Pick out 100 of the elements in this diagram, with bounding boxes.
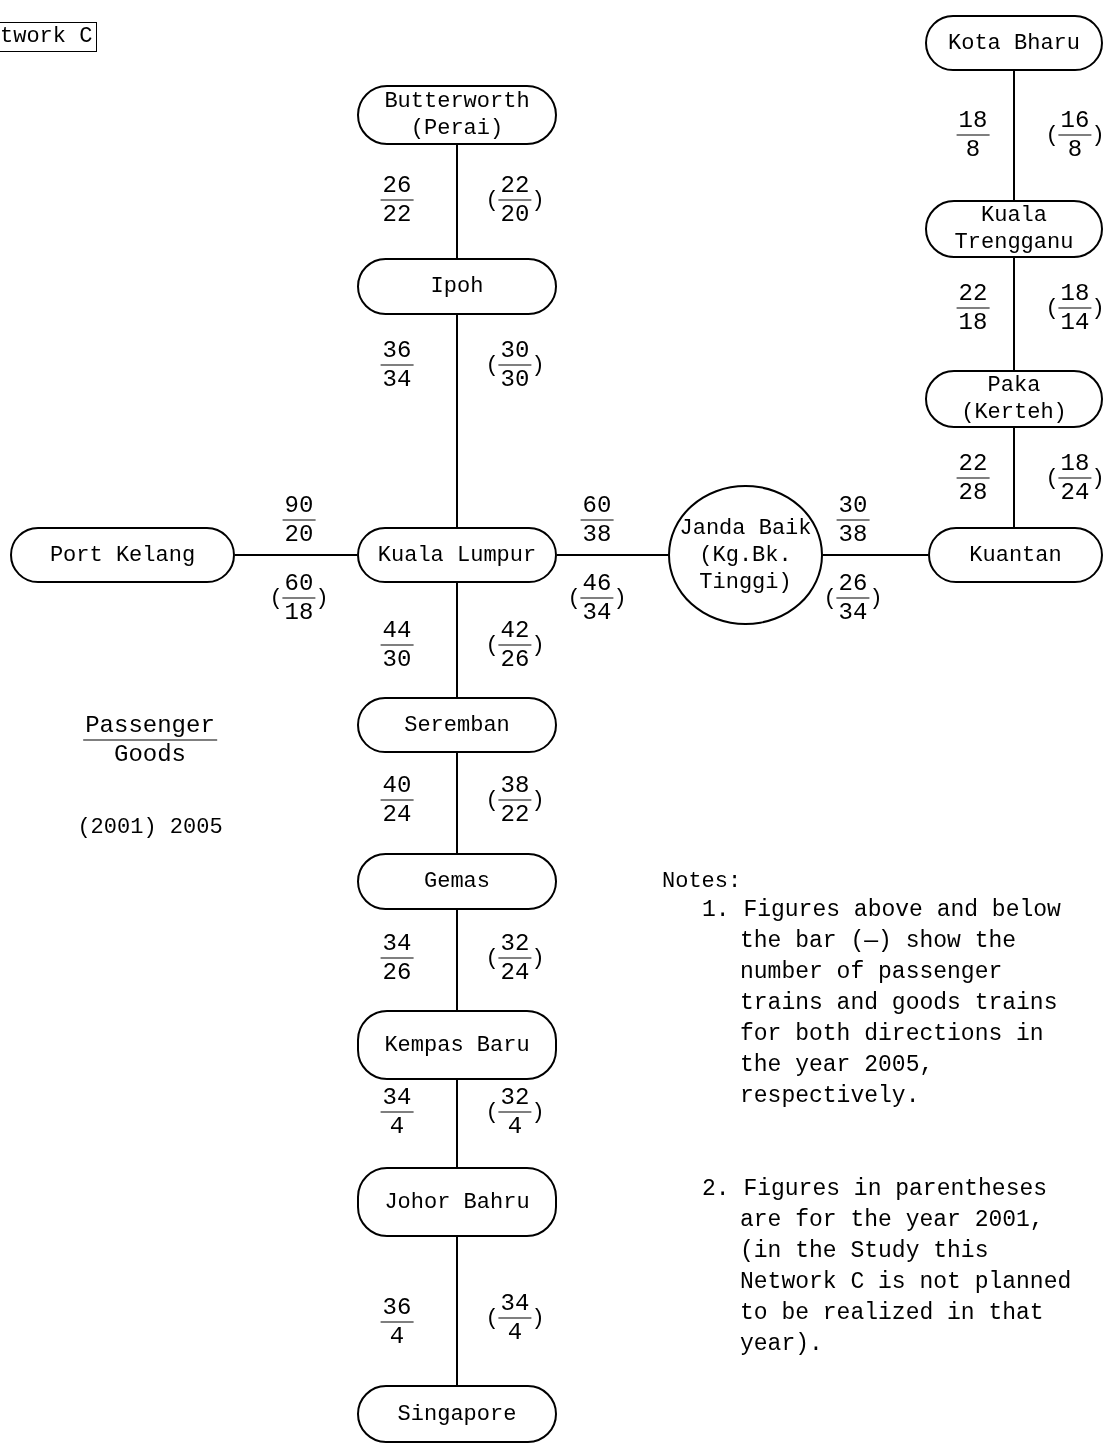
train-count: 18 <box>283 598 315 625</box>
parenthesis: ) <box>531 189 545 211</box>
train-count: 38 <box>581 520 613 547</box>
key-label: Goods <box>113 740 187 767</box>
parenthesis: ) <box>869 587 883 609</box>
train-count: 26 <box>499 645 531 672</box>
train-count: 22 <box>381 200 413 227</box>
rail-line <box>822 554 929 556</box>
key-label: Passenger <box>84 713 216 740</box>
train-count: 22 <box>957 451 989 478</box>
train-count: 90 <box>283 493 315 520</box>
parenthesis: ) <box>1091 467 1105 489</box>
train-count: 18 <box>1059 281 1091 308</box>
rail-line <box>234 554 358 556</box>
notes-heading: Notes: <box>662 868 742 896</box>
parenthesis: ) <box>531 354 545 376</box>
note-text: 2. Figures in parentheses are for the year 2001, (in the Study this Network C is not planned to be realized in that year). <box>702 1175 1073 1359</box>
train-count: 44 <box>381 618 413 645</box>
train-count: 14 <box>1059 308 1091 335</box>
rail-line <box>456 582 458 698</box>
train-count: 30 <box>499 365 531 392</box>
train-count: 20 <box>283 520 315 547</box>
train-count: 34 <box>837 598 869 625</box>
parenthesis: ( <box>485 1307 499 1329</box>
train-count: 30 <box>381 645 413 672</box>
train-count: 36 <box>381 338 413 365</box>
train-count: 18 <box>1059 451 1091 478</box>
station-box: Johor Bahru <box>357 1167 557 1237</box>
train-count: 34 <box>381 931 413 958</box>
key-label: (2001) 2005 <box>77 817 223 839</box>
note-text: 1. Figures above and below the bar (—) show the number of passenger trains and goods trains for both directions in the year 2005, respectively. <box>702 896 1062 1111</box>
parenthesis: ( <box>1045 467 1059 489</box>
train-count: 24 <box>1059 478 1091 505</box>
train-count: 8 <box>964 135 982 162</box>
parenthesis: ( <box>485 789 499 811</box>
station-box: Singapore <box>357 1385 557 1443</box>
station-box: Kota Bharu <box>925 15 1103 71</box>
train-count: 30 <box>837 493 869 520</box>
train-count: 38 <box>499 773 531 800</box>
rail-line <box>1013 427 1015 528</box>
train-count: 4 <box>388 1112 406 1139</box>
train-count: 60 <box>581 493 613 520</box>
train-count: 4 <box>388 1322 406 1349</box>
station-box: Kuala Lumpur <box>357 527 557 583</box>
parenthesis: ) <box>531 1101 545 1123</box>
station-box: Kuala Trengganu <box>925 200 1103 258</box>
train-count: 8 <box>1066 135 1084 162</box>
rail-line <box>456 909 458 1011</box>
station-box: Kuantan <box>928 527 1103 583</box>
train-count: 18 <box>957 308 989 335</box>
train-count: 26 <box>381 173 413 200</box>
parenthesis: ) <box>531 634 545 656</box>
train-count: 22 <box>499 800 531 827</box>
train-count: 42 <box>499 618 531 645</box>
parenthesis: ( <box>485 189 499 211</box>
parenthesis: ) <box>531 789 545 811</box>
rail-line <box>456 752 458 854</box>
station-box: Kempas Baru <box>357 1010 557 1080</box>
rail-line <box>456 1079 458 1168</box>
parenthesis: ( <box>269 587 283 609</box>
rail-line <box>456 1236 458 1386</box>
parenthesis: ) <box>315 587 329 609</box>
station-box: Gemas <box>357 853 557 910</box>
parenthesis: ( <box>485 634 499 656</box>
station-box: Paka (Kerteh) <box>925 370 1103 428</box>
train-count: 60 <box>283 571 315 598</box>
train-count: 26 <box>837 571 869 598</box>
station-box: Seremban <box>357 697 557 753</box>
train-count: 30 <box>499 338 531 365</box>
rail-line <box>456 144 458 259</box>
station-box: Ipoh <box>357 258 557 315</box>
train-count: 34 <box>381 365 413 392</box>
parenthesis: ) <box>1091 297 1105 319</box>
title: twork C <box>0 22 98 52</box>
train-count: 46 <box>581 571 613 598</box>
rail-line <box>1013 257 1015 371</box>
train-count: 18 <box>957 108 989 135</box>
parenthesis: ( <box>485 354 499 376</box>
parenthesis: ( <box>485 1101 499 1123</box>
station-box: Butterworth (Perai) <box>357 85 557 145</box>
rail-line <box>456 314 458 528</box>
train-count: 34 <box>499 1291 531 1318</box>
parenthesis: ) <box>1091 124 1105 146</box>
train-count: 32 <box>499 931 531 958</box>
train-count: 32 <box>499 1085 531 1112</box>
train-count: 24 <box>381 800 413 827</box>
rail-line <box>556 554 669 556</box>
parenthesis: ( <box>1045 124 1059 146</box>
train-count: 16 <box>1059 108 1091 135</box>
parenthesis: ) <box>531 1307 545 1329</box>
train-count: 36 <box>381 1295 413 1322</box>
train-count: 22 <box>499 173 531 200</box>
rail-line <box>1013 70 1015 201</box>
train-count: 26 <box>381 958 413 985</box>
parenthesis: ( <box>567 587 581 609</box>
station-circle: Janda Baik (Kg.Bk. Tinggi) <box>668 485 823 625</box>
parenthesis: ) <box>531 947 545 969</box>
parenthesis: ( <box>1045 297 1059 319</box>
train-count: 28 <box>957 478 989 505</box>
train-count: 4 <box>506 1318 524 1345</box>
